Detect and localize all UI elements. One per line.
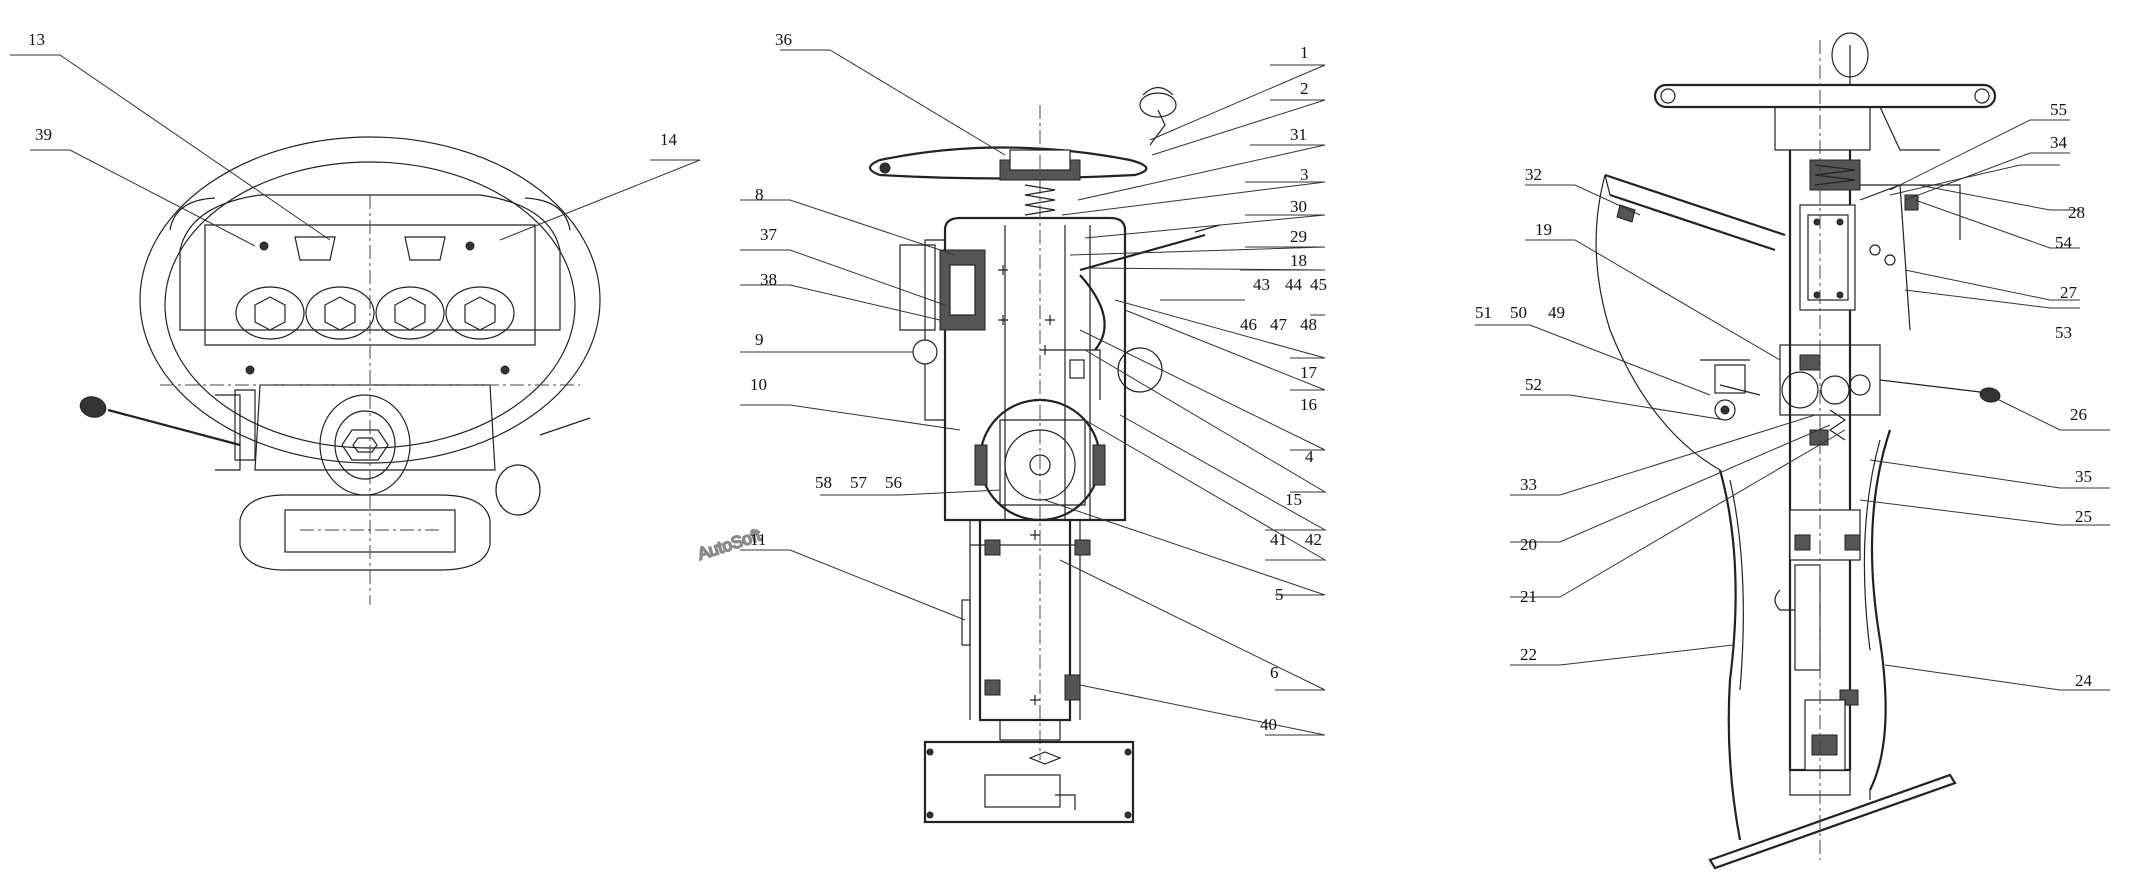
callout-4: 4 xyxy=(1305,447,1314,466)
callout-38: 38 xyxy=(760,270,777,289)
callout-56: 56 xyxy=(885,473,902,492)
callout-2: 2 xyxy=(1300,79,1309,98)
callout-45: 45 xyxy=(1310,275,1327,294)
callout-9: 9 xyxy=(755,330,764,349)
callout-14: 14 xyxy=(660,130,678,149)
callout-51: 51 xyxy=(1475,303,1492,322)
callout-28: 28 xyxy=(2068,203,2085,222)
callout-58: 58 xyxy=(815,473,832,492)
callout-18: 18 xyxy=(1290,251,1307,270)
callout-36: 36 xyxy=(775,30,792,49)
callout-34: 34 xyxy=(2050,133,2068,152)
callout-44: 44 xyxy=(1285,275,1303,294)
fastener-marks xyxy=(998,265,1055,705)
callout-8: 8 xyxy=(755,185,764,204)
callout-24: 24 xyxy=(2075,671,2093,690)
side-view xyxy=(1595,32,2001,870)
callout-29: 29 xyxy=(1290,227,1307,246)
callout-55: 55 xyxy=(2050,100,2067,119)
callout-50: 50 xyxy=(1510,303,1527,322)
callout-43: 43 xyxy=(1253,275,1270,294)
callout-31: 31 xyxy=(1290,125,1307,144)
callout-33: 33 xyxy=(1520,475,1537,494)
callout-49: 49 xyxy=(1548,303,1565,322)
callout-19: 19 xyxy=(1535,220,1552,239)
callout-54: 54 xyxy=(2055,233,2073,252)
callout-10: 10 xyxy=(750,375,767,394)
leader-lines xyxy=(10,49,2110,736)
callout-15: 15 xyxy=(1285,490,1302,509)
callout-39: 39 xyxy=(35,125,52,144)
callout-11: 11 xyxy=(750,530,766,549)
callout-labels: 13 39 14 36 1 2 31 3 30 29 18 43 44 45 4… xyxy=(28,30,2093,734)
callout-6: 6 xyxy=(1270,663,1279,682)
callout-22: 22 xyxy=(1520,645,1537,664)
callout-5: 5 xyxy=(1275,585,1284,604)
callout-25: 25 xyxy=(2075,507,2092,526)
callout-57: 57 xyxy=(850,473,868,492)
callout-21: 21 xyxy=(1520,587,1537,606)
top-view xyxy=(79,136,601,605)
callout-1: 1 xyxy=(1300,43,1309,62)
callout-53: 53 xyxy=(2055,323,2072,342)
callout-35: 35 xyxy=(2075,467,2092,486)
callout-26: 26 xyxy=(2070,405,2087,424)
callout-41: 41 xyxy=(1270,530,1287,549)
callout-40: 40 xyxy=(1260,715,1277,734)
callout-13: 13 xyxy=(28,30,45,49)
section-view xyxy=(868,86,1221,824)
gauge-row xyxy=(235,286,515,340)
callout-52: 52 xyxy=(1525,375,1542,394)
callout-46: 46 xyxy=(1240,315,1257,334)
callout-30: 30 xyxy=(1290,197,1307,216)
callout-16: 16 xyxy=(1300,395,1317,414)
callout-17: 17 xyxy=(1300,363,1318,382)
callout-42: 42 xyxy=(1305,530,1322,549)
callout-27: 27 xyxy=(2060,283,2078,302)
callout-47: 47 xyxy=(1270,315,1288,334)
callout-32: 32 xyxy=(1525,165,1542,184)
callout-3: 3 xyxy=(1300,165,1309,184)
callout-37: 37 xyxy=(760,225,778,244)
callout-48: 48 xyxy=(1300,315,1317,334)
callout-20: 20 xyxy=(1520,535,1537,554)
